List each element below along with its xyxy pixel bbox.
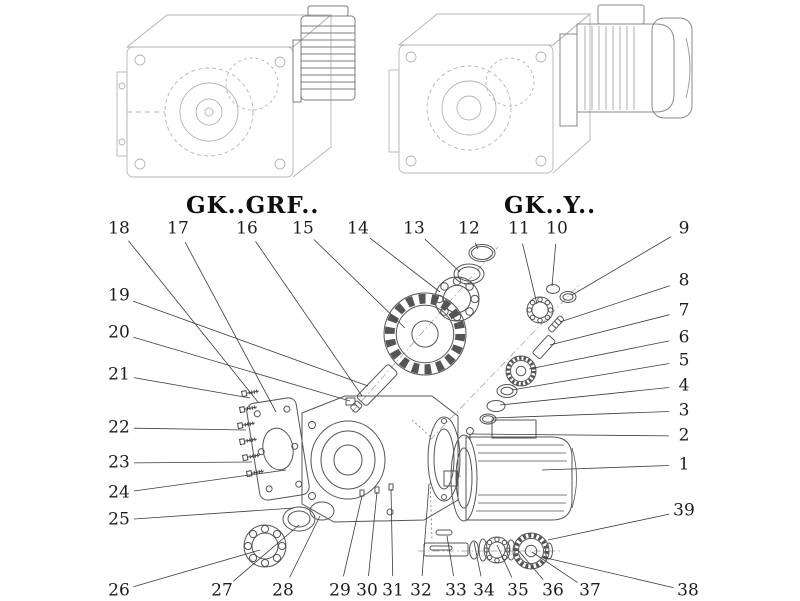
exploded-view — [237, 244, 581, 570]
leader-line-30 — [368, 491, 378, 577]
leader-line-29 — [343, 495, 363, 577]
leader-line-18 — [128, 240, 259, 403]
gearbox-drawing-gk-grf — [116, 5, 356, 178]
output-seal-set — [242, 501, 335, 569]
leader-line-38 — [541, 556, 674, 588]
leader-line-19 — [132, 300, 369, 387]
output-shaft-assembly — [423, 529, 553, 569]
flange-bolts — [237, 387, 265, 478]
gearbox-drawing-gk-y — [388, 4, 693, 174]
leader-line-33 — [446, 535, 454, 577]
leader-line-2 — [470, 433, 670, 437]
leader-line-16 — [255, 241, 363, 397]
leader-line-1 — [541, 465, 670, 471]
assembly-axes — [351, 246, 581, 552]
model-label-gk-grf: GK..GRF.. — [186, 192, 320, 219]
leader-line-26 — [133, 549, 261, 588]
leader-line-37 — [531, 551, 578, 583]
leader-line-31 — [390, 488, 394, 577]
leader-line-28 — [289, 515, 321, 578]
leader-line-35 — [496, 544, 513, 578]
leader-line-15 — [313, 239, 406, 329]
leader-line-7 — [549, 314, 670, 346]
retaining-rings-top — [453, 244, 496, 285]
leader-line-24 — [133, 469, 287, 492]
leader-line-39 — [547, 513, 670, 541]
leader-line-25 — [133, 507, 295, 520]
leader-line-10 — [551, 243, 557, 287]
leader-line-8 — [559, 285, 670, 323]
leader-line-32 — [421, 483, 430, 577]
flange-cover — [246, 397, 310, 501]
main-gear — [384, 293, 466, 375]
leader-lines — [128, 236, 674, 588]
leader-line-12 — [474, 242, 479, 250]
leader-line-23 — [133, 461, 253, 464]
leader-line-3 — [491, 411, 670, 419]
input-shaft — [350, 364, 398, 413]
leader-line-17 — [184, 242, 277, 413]
leader-line-34 — [473, 541, 482, 577]
leader-line-27 — [233, 524, 300, 582]
input-adapter-drawing — [292, 5, 356, 103]
motor-drawing — [559, 4, 693, 127]
motor-exploded — [443, 419, 577, 522]
leader-line-36 — [516, 548, 544, 580]
model-label-gk-y: GK..Y.. — [504, 192, 597, 219]
leader-line-4 — [499, 387, 670, 406]
leader-line-21 — [133, 377, 251, 399]
leader-line-5 — [511, 363, 670, 391]
leader-line-13 — [424, 238, 461, 273]
leader-line-22 — [133, 427, 247, 431]
leader-line-20 — [133, 336, 351, 402]
leader-line-14 — [369, 237, 441, 293]
leader-line-9 — [571, 236, 672, 296]
leader-line-11 — [522, 243, 538, 305]
gear-housing — [301, 395, 463, 541]
pinion-branch — [479, 284, 577, 425]
leader-line-6 — [528, 340, 670, 370]
